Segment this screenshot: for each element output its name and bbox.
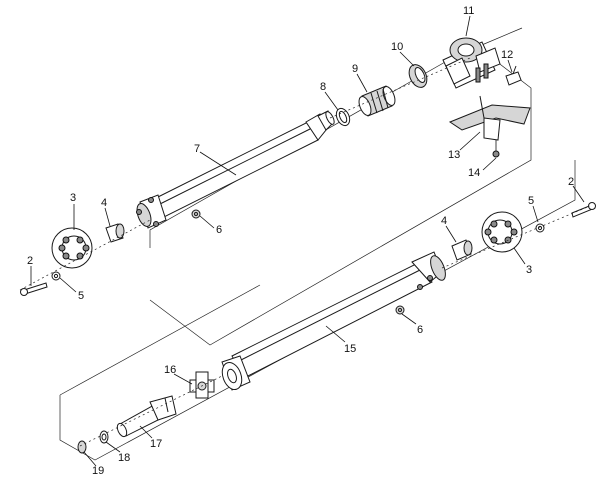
lower-assembly-boundary: [59, 160, 576, 461]
callout-4-upper: 4: [101, 197, 107, 209]
seal-18: [99, 430, 109, 444]
callout-9: 9: [352, 63, 358, 75]
callout-5-lower: 5: [528, 195, 534, 207]
callout-16: 16: [164, 364, 176, 376]
callout-18: 18: [118, 452, 130, 464]
slip-yoke-17: [116, 395, 177, 438]
center-bearing-11: [442, 37, 501, 89]
callout-17: 17: [150, 438, 162, 450]
lower-nut-6: [395, 305, 405, 315]
upper-bolt-2: [20, 282, 48, 296]
lower-flex-coupling-3: [481, 211, 523, 253]
callout-5-upper: 5: [78, 290, 84, 302]
callout-13: 13: [448, 149, 460, 161]
callout-19: 19: [92, 465, 104, 477]
upper-flex-coupling-3: [51, 227, 93, 269]
callout-4-lower: 4: [441, 215, 447, 227]
snap-ring-8: [335, 107, 351, 127]
centerlines: [19, 57, 591, 447]
lower-washer-5: [535, 223, 545, 233]
callout-10: 10: [391, 41, 403, 53]
slinger-10: [408, 64, 428, 88]
universal-joint-16: [189, 371, 215, 399]
callout-14: 14: [468, 167, 480, 179]
callout-6-upper: 6: [216, 224, 222, 236]
callout-12: 12: [501, 49, 513, 61]
callout-3-upper: 3: [70, 192, 76, 204]
upper-bushing-4: [105, 223, 125, 243]
callout-3-lower: 3: [526, 264, 532, 276]
leaders: [30, 15, 585, 467]
callout-15: 15: [344, 343, 356, 355]
callout-labels: 2 5 3 4 6 7 8 9 10 11 12 13 14 2 5 4 3 6…: [27, 5, 574, 477]
callout-7: 7: [194, 143, 200, 155]
boot-9: [358, 85, 396, 117]
rear-propeller-shaft-15: [221, 251, 446, 391]
clip-12: [505, 65, 522, 86]
upper-nut-6: [191, 209, 201, 219]
callout-6-lower: 6: [417, 324, 423, 336]
callout-2-upper: 2: [27, 255, 33, 267]
lower-bolt-2: [571, 202, 596, 218]
lower-bushing-4: [451, 239, 473, 261]
bracket-13: [448, 95, 531, 141]
callout-2-lower: 2: [568, 176, 574, 188]
ring-19: [77, 440, 87, 454]
callout-8: 8: [320, 81, 326, 93]
front-propeller-shaft-7: [136, 110, 335, 229]
upper-washer-5: [51, 271, 61, 281]
nut-14: [492, 140, 500, 158]
callout-11: 11: [463, 5, 474, 17]
